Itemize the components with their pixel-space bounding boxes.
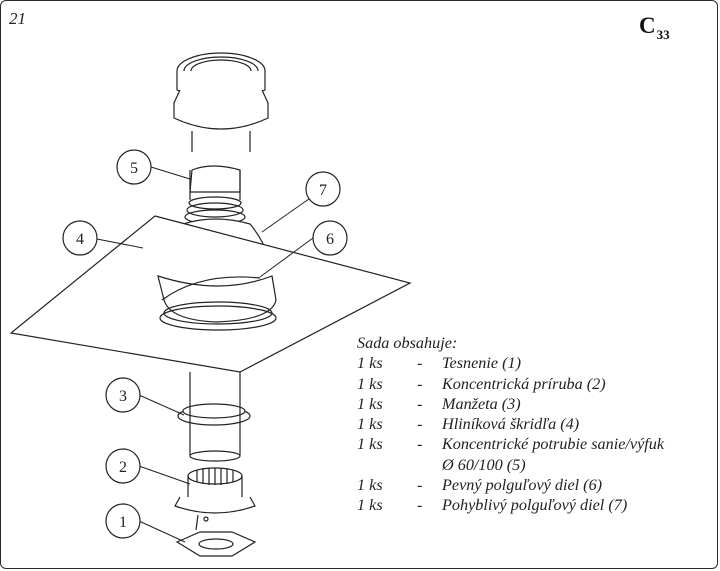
legend-qty: 1 ks — [357, 354, 383, 373]
legend-item: 1 ks -Manžeta (3) — [357, 394, 717, 414]
callout-label-7: 7 — [319, 182, 327, 199]
legend-dash: - — [417, 415, 423, 434]
legend-qty: 1 ks — [357, 435, 383, 454]
figure-code-main: C — [639, 13, 656, 38]
legend-qty: 1 ks — [357, 476, 383, 495]
callout-4 — [62, 220, 98, 256]
legend-dash: - — [417, 354, 423, 373]
legend-title: Sada obsahuje: — [357, 334, 458, 352]
collar-pipe — [177, 372, 251, 462]
legend-item: 1 ks -Pohyblivý polguľový diel (7) — [357, 495, 717, 515]
gasket — [175, 531, 257, 557]
legend-desc: Pevný polguľový diel (6) — [442, 476, 603, 495]
callout-2 — [105, 448, 141, 484]
fixed-hemisphere — [157, 275, 277, 331]
kit-contents-legend: Sada obsahuje: 1 ks-Tesnenie (1) 1 ks-Ko… — [357, 333, 717, 516]
callout-label-2: 2 — [119, 459, 127, 476]
callout-label-1: 1 — [119, 514, 127, 531]
legend-desc: Koncentrické potrubie sanie/výfuk — [442, 435, 665, 454]
legend-qty: 1 ks — [357, 394, 383, 413]
leader-lines — [96, 166, 324, 543]
concentric-pipe — [184, 165, 246, 225]
legend-dash: - — [417, 496, 423, 515]
callout-label-6: 6 — [326, 231, 334, 248]
callout-3 — [105, 377, 141, 413]
legend-item: 1 ks -Koncentrická príruba (2) — [357, 374, 717, 394]
callout-label-4: 4 — [76, 231, 84, 248]
legend-qty: 1 ks — [357, 374, 383, 393]
legend-desc: Tesnenie (1) — [442, 354, 521, 373]
legend-qty: 1 ks — [357, 415, 383, 434]
concentric-flange — [174, 467, 256, 531]
legend-desc-continued: Ø 60/100 (5) — [442, 455, 526, 474]
legend-desc: Manžeta (3) — [442, 394, 521, 413]
legend-item: 1 ks -Koncentrické potrubie sanie/výfuk — [357, 434, 717, 454]
figure-code: C33 — [639, 13, 670, 41]
legend-item: 1 ks -Pevný polguľový diel (6) — [357, 475, 717, 495]
callout-label-5: 5 — [130, 160, 138, 177]
legend-qty: 1 ks — [357, 496, 383, 515]
legend-item: 1 ks -Tesnenie (1) — [357, 353, 717, 373]
legend-dash: - — [417, 374, 423, 393]
figure-code-sub: 33 — [656, 27, 670, 42]
legend-desc: Koncentrická príruba (2) — [442, 374, 606, 393]
legend-desc: Pohyblivý polguľový diel (7) — [442, 496, 628, 515]
callout-label-3: 3 — [119, 388, 127, 405]
callout-6 — [312, 220, 348, 256]
callout-5 — [116, 149, 152, 185]
chimney-terminal — [173, 52, 269, 152]
callout-7 — [305, 171, 341, 207]
legend-item: 1 ks -Hliníková škridľa (4) — [357, 414, 717, 434]
figure-number: 21 — [9, 9, 26, 28]
callout-1 — [105, 503, 141, 539]
legend-dash: - — [417, 394, 423, 413]
legend-desc: Hliníková škridľa (4) — [442, 415, 580, 434]
legend-dash: - — [417, 435, 423, 454]
legend-dash: - — [417, 476, 423, 495]
